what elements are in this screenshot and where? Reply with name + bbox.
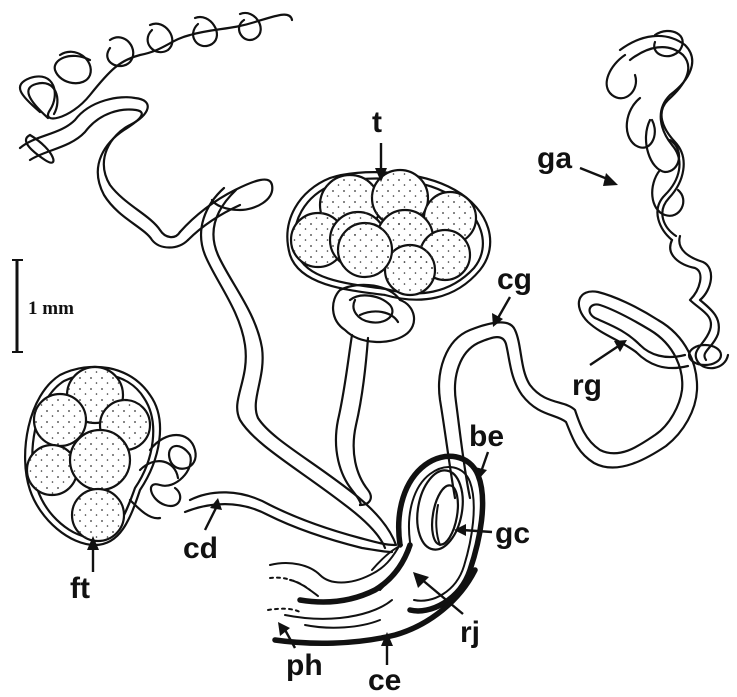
label-rj: rj (460, 616, 480, 649)
coiled-duct-upper-left (20, 13, 292, 248)
duct-cg-rg (439, 291, 697, 498)
testis-t (287, 170, 500, 505)
gland-ga (607, 31, 728, 368)
label-cd: cd (183, 532, 218, 565)
label-ce: ce (368, 664, 401, 697)
label-rg: rg (572, 369, 602, 402)
label-ph-group: ph (278, 622, 323, 682)
label-cd-group: cd (183, 498, 222, 565)
label-ft: ft (70, 572, 90, 605)
label-gc: gc (495, 517, 530, 550)
label-ga-group: ga (537, 142, 618, 186)
label-cg: cg (497, 263, 532, 296)
scale-bar-label: 1 mm (28, 298, 74, 319)
label-ph: ph (286, 649, 323, 682)
label-rg-group: rg (572, 340, 627, 402)
label-gc-group: gc (454, 517, 530, 550)
gland-ft (25, 367, 395, 552)
label-be: be (469, 420, 504, 453)
scale-bar: 1 mm (12, 260, 74, 352)
label-ft-group: ft (70, 536, 99, 605)
label-ga: ga (537, 142, 572, 175)
label-cg-group: cg (492, 263, 532, 327)
bursa-be (399, 456, 483, 611)
label-t: t (372, 106, 382, 139)
